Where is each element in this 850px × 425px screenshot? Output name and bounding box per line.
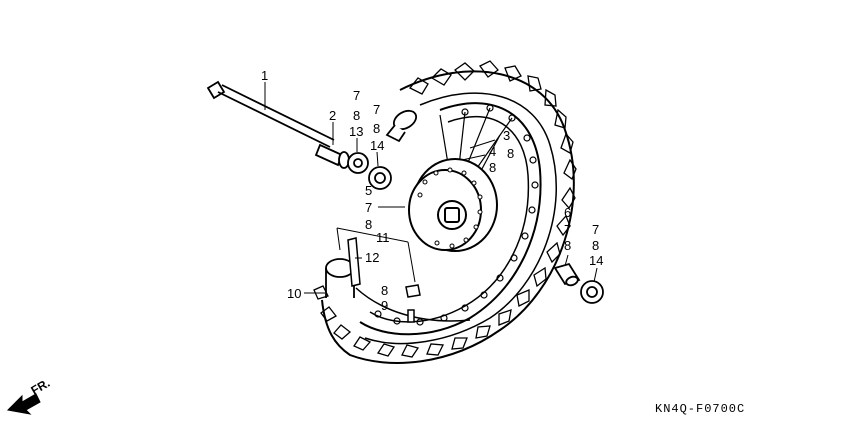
collar xyxy=(314,143,350,169)
label-part-7: 7 xyxy=(365,200,372,215)
rim-outer xyxy=(359,102,542,336)
rim-spoke-holes xyxy=(374,104,539,326)
diagram-code: KN4Q-F0700C xyxy=(655,402,745,416)
label-part-8: 8 xyxy=(564,238,571,253)
label-part-9: 9 xyxy=(381,298,388,313)
label-part-5: 5 xyxy=(365,183,372,198)
tire-outer-edge xyxy=(321,70,575,364)
label-part-8: 8 xyxy=(592,238,599,253)
label-part-2: 2 xyxy=(329,108,336,123)
label-part-8: 8 xyxy=(365,217,372,232)
tire xyxy=(313,60,577,364)
label-part-14: 14 xyxy=(370,138,384,153)
label-part-3: 3 xyxy=(503,128,510,143)
label-part-11: 11 xyxy=(376,230,390,245)
tire-knobs xyxy=(313,60,577,358)
label-part-14: 14 xyxy=(589,253,603,268)
label-part-7: 7 xyxy=(373,102,380,117)
label-part-7: 7 xyxy=(353,88,360,103)
label-part-7: 7 xyxy=(592,222,599,237)
front-arrow-icon xyxy=(6,393,41,415)
bearing-right xyxy=(580,280,604,304)
leader-lines xyxy=(264,82,598,294)
label-part-12: 12 xyxy=(365,250,379,265)
label-part-6: 6 xyxy=(564,205,571,220)
hub xyxy=(408,158,498,252)
valve-cap xyxy=(405,284,421,298)
axle xyxy=(206,80,335,148)
tire-tube-end-top xyxy=(385,109,418,143)
valve-stem xyxy=(407,309,415,323)
front-label: FR. xyxy=(29,376,53,398)
hub-axle-hole xyxy=(444,207,460,223)
label-part-8: 8 xyxy=(373,121,380,136)
label-part-1: 1 xyxy=(261,68,268,83)
label-part-7: 7 xyxy=(564,222,571,237)
label-part-8: 8 xyxy=(507,146,514,161)
bearing-left xyxy=(368,166,392,190)
label-part-4: 4 xyxy=(489,144,496,159)
distance-collar xyxy=(553,262,581,287)
label-part-10: 10 xyxy=(287,286,301,301)
direction-indicator: FR. xyxy=(6,376,53,415)
tire-inner-edge xyxy=(364,92,557,345)
rim-band xyxy=(347,237,471,322)
oil-seal xyxy=(347,152,369,174)
label-part-8: 8 xyxy=(489,160,496,175)
hub-spoke-holes xyxy=(417,167,483,249)
label-part-8: 8 xyxy=(353,108,360,123)
part-labels: 1 2 13 14 7 8 7 8 3 4 8 8 5 7 8 11 12 10… xyxy=(261,68,603,313)
label-part-13: 13 xyxy=(349,124,363,139)
label-part-8: 8 xyxy=(381,283,388,298)
rim xyxy=(359,102,542,336)
